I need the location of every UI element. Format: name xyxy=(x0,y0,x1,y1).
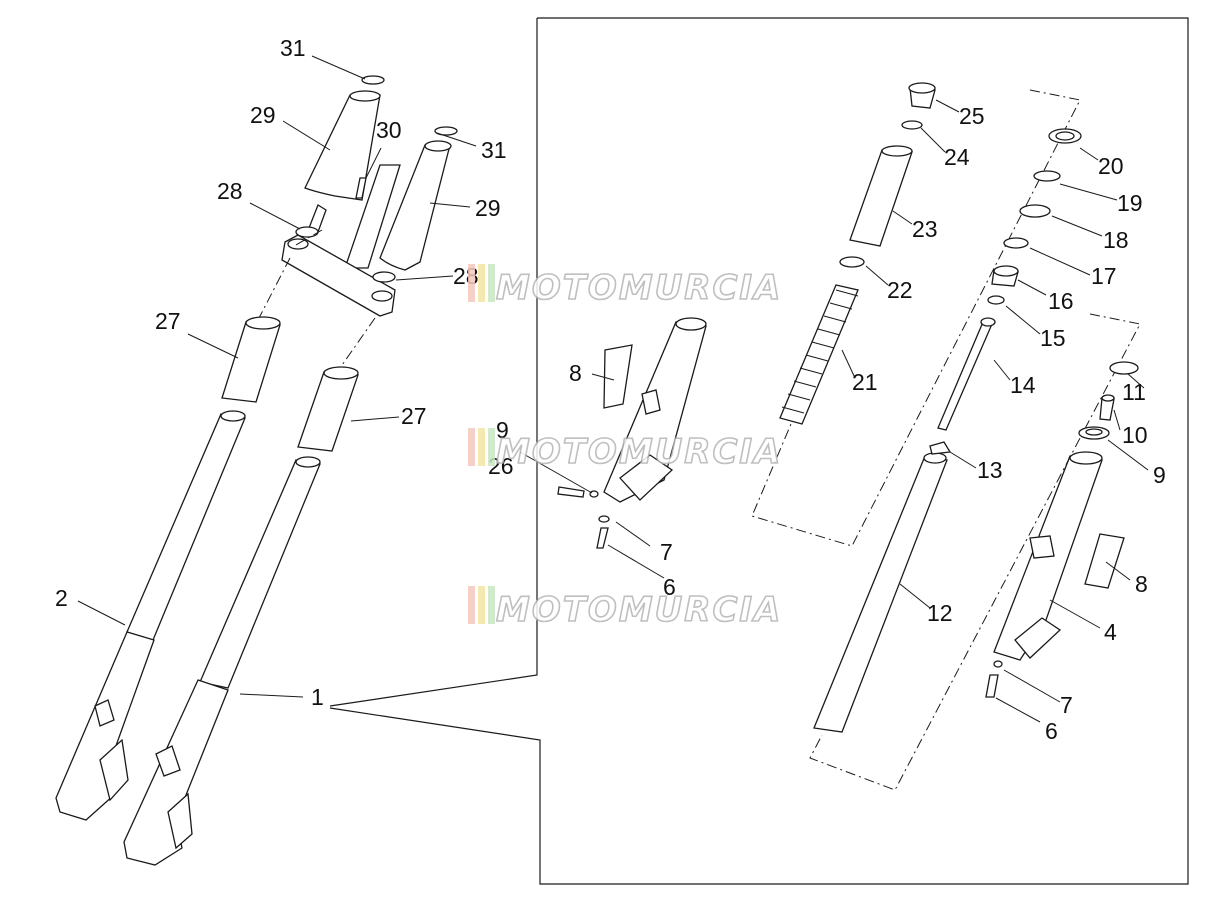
clip-19 xyxy=(1033,170,1061,182)
label-27: 27 xyxy=(401,403,427,429)
label-8: 8 xyxy=(1135,571,1148,597)
cap-25 xyxy=(908,82,936,109)
watermark-text: MOTOMURCIA xyxy=(496,590,782,630)
watermark: MOTOMURCIA xyxy=(468,586,782,631)
detail-fork-leg-small xyxy=(557,317,707,549)
ring-11 xyxy=(1109,361,1139,375)
label-1: 1 xyxy=(311,684,324,710)
spring-21 xyxy=(779,284,859,425)
label-8: 8 xyxy=(569,360,582,386)
label-6: 6 xyxy=(663,574,676,600)
label-6: 6 xyxy=(1045,718,1058,744)
screw-26 xyxy=(557,486,585,498)
steering-stem xyxy=(344,164,401,269)
fork-cap-29-left xyxy=(304,90,381,233)
guard-8-right xyxy=(1084,533,1125,589)
label-13: 13 xyxy=(977,457,1003,483)
washer-22 xyxy=(839,256,865,268)
o-ring-24 xyxy=(901,120,923,130)
washer-7-right xyxy=(993,660,1003,668)
fork-leg-2-left xyxy=(55,410,246,821)
label-10: 10 xyxy=(1122,422,1148,448)
sleeve-27-left xyxy=(221,316,281,403)
label-7: 7 xyxy=(1060,692,1073,718)
bolt-6-small xyxy=(596,527,609,549)
label-29: 29 xyxy=(250,102,276,128)
detail-frame xyxy=(329,17,1189,885)
fork-leg-4 xyxy=(993,451,1103,661)
screw-30 xyxy=(355,177,367,199)
guard-8-left xyxy=(603,344,633,409)
label-19: 19 xyxy=(1117,190,1143,216)
label-11: 11 xyxy=(1122,379,1146,405)
label-14: 14 xyxy=(1010,372,1036,398)
label-21: 21 xyxy=(852,369,878,395)
fork-tube-12 xyxy=(813,452,948,733)
label-22: 22 xyxy=(887,277,913,303)
label-12: 12 xyxy=(927,600,953,626)
watermark: MOTOMURCIA xyxy=(468,428,782,473)
label-18: 18 xyxy=(1103,227,1129,253)
left-fork-assembly xyxy=(55,55,477,866)
label-9: 9 xyxy=(1153,462,1166,488)
label-28: 28 xyxy=(217,178,243,204)
label-31: 31 xyxy=(280,35,306,61)
o-ring-31-right xyxy=(434,126,458,136)
ring-15 xyxy=(987,295,1005,305)
sleeve-27-right xyxy=(297,366,359,452)
label-29: 29 xyxy=(475,195,501,221)
label-23: 23 xyxy=(912,216,938,242)
label-16: 16 xyxy=(1048,288,1074,314)
label-31: 31 xyxy=(481,137,507,163)
seal-20 xyxy=(1048,128,1082,144)
fork-leg-2-right xyxy=(123,456,321,866)
bush-16 xyxy=(991,265,1019,287)
label-27: 27 xyxy=(155,308,181,334)
ring-17 xyxy=(1003,237,1029,249)
label-30: 30 xyxy=(376,117,402,143)
washer-18 xyxy=(1019,204,1051,218)
bolt-6-right xyxy=(985,674,999,698)
watermark-text: MOTOMURCIA xyxy=(496,268,782,308)
label-15: 15 xyxy=(1040,325,1066,351)
watermark-text: MOTOMURCIA xyxy=(496,432,782,472)
label-2: 2 xyxy=(55,585,68,611)
bump-stop-13 xyxy=(929,441,952,455)
label-9: 9 xyxy=(496,417,509,443)
watermark: MOTOMURCIA xyxy=(468,264,782,309)
washer-28-right xyxy=(372,271,396,283)
label-20: 20 xyxy=(1098,153,1124,179)
label-7: 7 xyxy=(660,539,673,565)
spacer-tube-23 xyxy=(849,145,913,247)
bush-10 xyxy=(1099,394,1115,421)
label-25: 25 xyxy=(959,103,985,129)
part-labels: 1 2 4 6 6 7 7 8 8 9 9 10 11 12 13 14 15 … xyxy=(55,35,1166,744)
fork-cap-29-right xyxy=(379,140,452,271)
label-4: 4 xyxy=(1104,619,1117,645)
cap-9 xyxy=(1078,426,1110,440)
label-24: 24 xyxy=(944,144,970,170)
o-ring-31-top xyxy=(361,75,385,85)
rod-14 xyxy=(937,317,996,431)
label-17: 17 xyxy=(1091,263,1117,289)
